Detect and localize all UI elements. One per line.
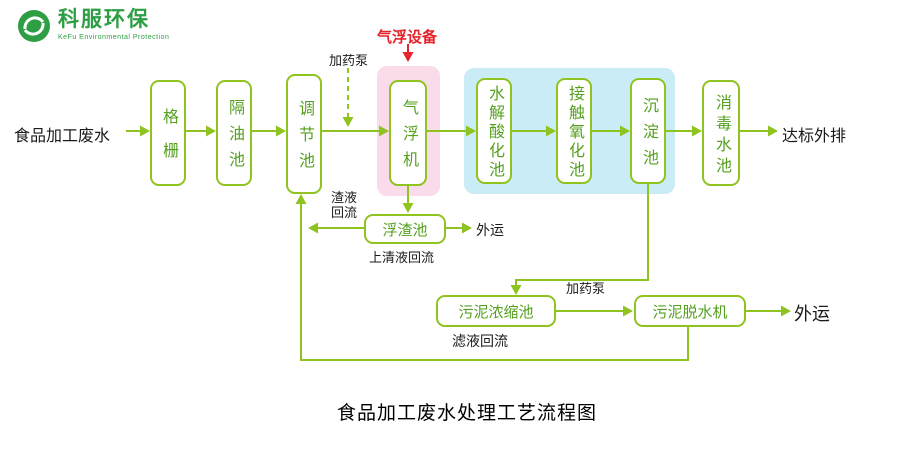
scum-out-label: 外运	[476, 222, 504, 238]
node-regulation-tank: 调节池	[286, 74, 322, 194]
supernatant-reflux-label: 上清液回流	[369, 250, 435, 265]
influent-label: 食品加工废水	[14, 128, 111, 145]
filtrate-reflux-label: 滤液回流	[452, 333, 508, 349]
node-sludge-thickening-tank: 污泥浓缩池	[436, 295, 556, 327]
dosing-pump-mid-label: 加药泵	[566, 281, 606, 296]
node-scum-tank: 浮渣池	[364, 214, 446, 244]
flotation-equipment-label: 气浮设备	[377, 29, 438, 46]
slag-reflux-label: 渣液 回流	[331, 190, 357, 220]
dosing-pump-top-label: 加药泵	[329, 53, 369, 68]
slag-reflux-label-line1: 渣液	[331, 190, 358, 205]
recycle-logo-icon	[16, 8, 52, 49]
sludge-out-label: 外运	[794, 304, 830, 324]
node-sedimentation-tank: 沉淀池	[630, 78, 666, 184]
company-logo: 科服环保 KeFu Environmental Protection	[16, 8, 169, 49]
node-contact-oxidation-tank: 接触氧化池	[556, 78, 592, 184]
node-bar-screen: 格栅	[150, 80, 186, 186]
slag-reflux-label-line2: 回流	[331, 205, 358, 220]
arrow-sedimentation-to-thickener	[510, 184, 649, 295]
effluent-label: 达标外排	[782, 128, 847, 145]
node-disinfection-tank: 消毒水池	[702, 80, 740, 186]
node-air-flotation-machine: 气浮机	[389, 80, 427, 186]
node-hydrolysis-acidification-tank: 水解酸化池	[476, 78, 512, 184]
node-oil-separation-tank: 隔油池	[216, 80, 252, 186]
brand-subtitle: KeFu Environmental Protection	[58, 34, 170, 41]
diagram-title: 食品加工废水处理工艺流程图	[337, 403, 598, 424]
logo-text: 科服环保 KeFu Environmental Protection	[58, 8, 169, 41]
node-sludge-dewatering-machine: 污泥脱水机	[634, 295, 746, 327]
brand-name: 科服环保	[58, 8, 150, 31]
